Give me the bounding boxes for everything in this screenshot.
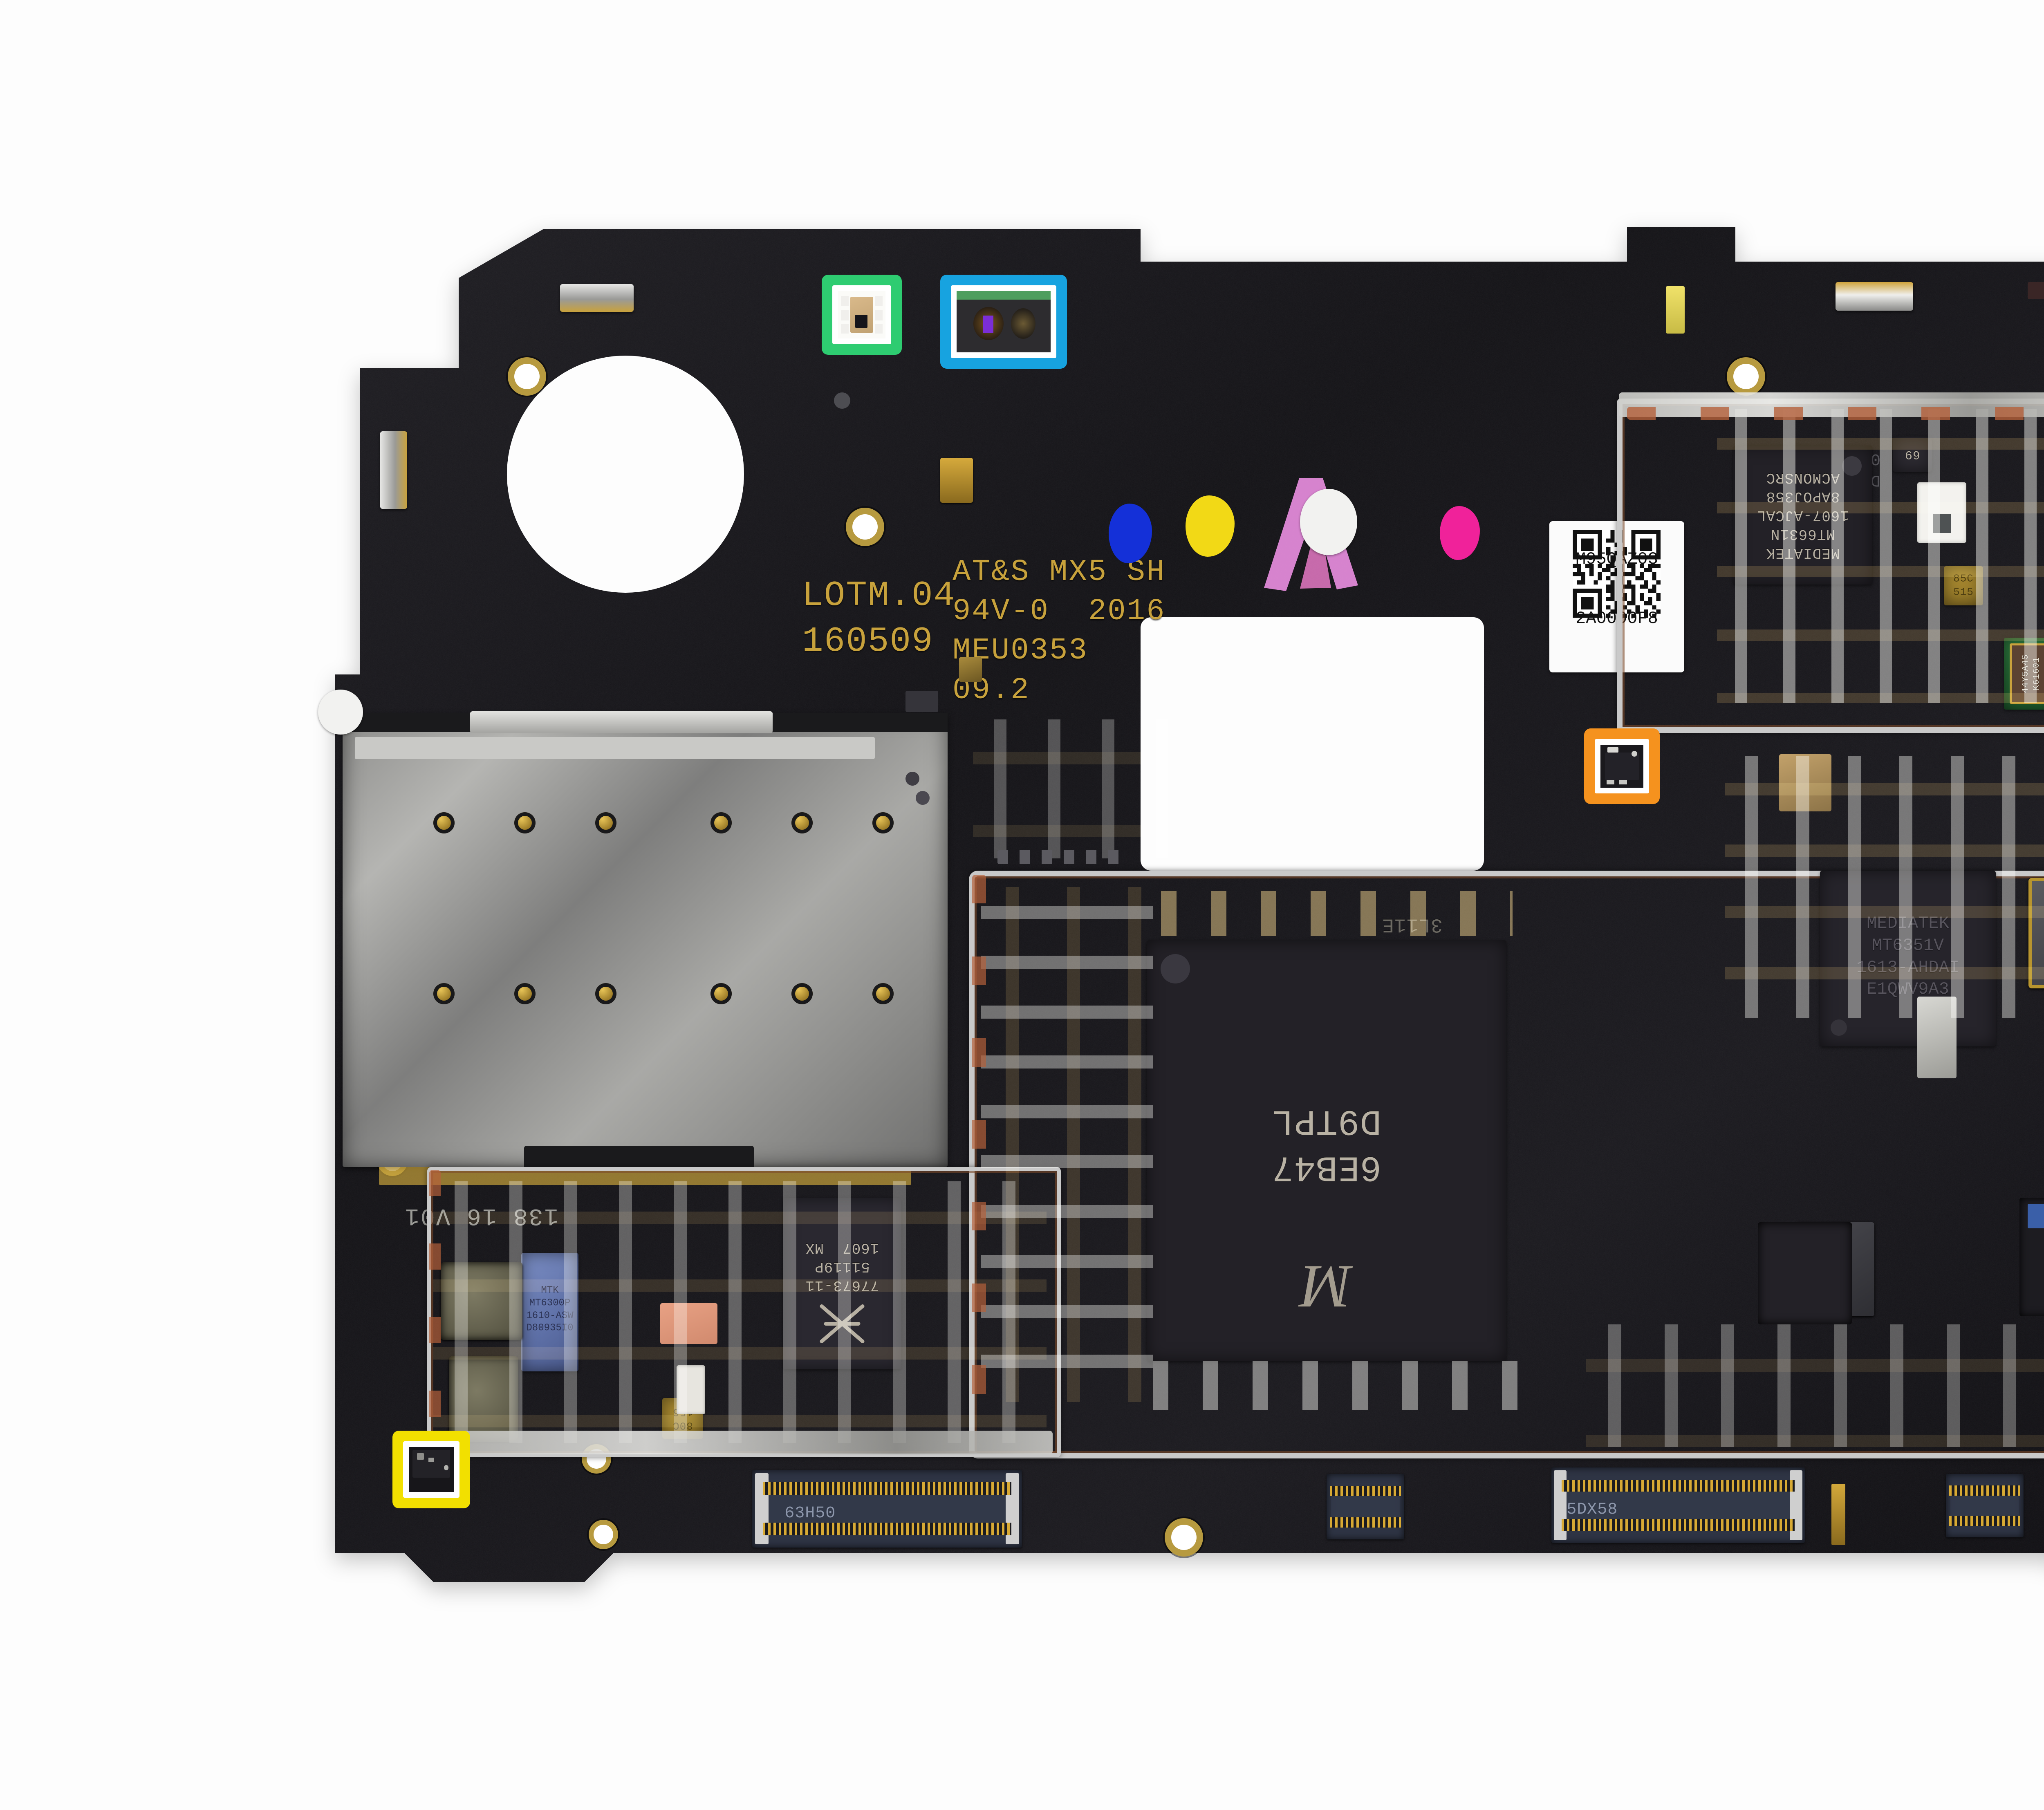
connector-display-fpc[interactable]: 63H50 <box>752 1470 1022 1548</box>
smd-field-right-bank <box>1725 756 2044 1018</box>
connector-side-fpc[interactable] <box>1946 1474 2024 1537</box>
mounting-hole <box>514 364 540 389</box>
smd-field-lower-left <box>433 1181 1047 1443</box>
mounting-hole <box>594 1525 613 1544</box>
copper-exposure-top <box>1627 407 2044 420</box>
gold-pad <box>940 458 973 503</box>
white-sticker-dot <box>1300 489 1357 555</box>
tray-latch-bar <box>470 711 773 733</box>
pad-row-mid <box>997 850 1120 864</box>
chip-micron-memory: 6EB47 D9TPL M <box>1147 940 1506 1361</box>
connector-small-fpc[interactable] <box>1327 1474 1404 1539</box>
yellow-smd <box>1666 286 1685 334</box>
ic-small-right <box>1758 1222 1852 1324</box>
highlight-audio-codec[interactable] <box>392 1431 470 1508</box>
copper-exposure-lower-left <box>429 1170 441 1440</box>
solder-smear-bottom-left <box>427 1431 1053 1454</box>
highlight-proximity-sensor[interactable] <box>822 275 902 355</box>
chip-micron-text: 6EB47 D9TPL <box>1271 1097 1381 1189</box>
smd-field-top-right <box>1717 409 2044 703</box>
smd-field-mid-strip <box>973 719 1202 858</box>
connector-touch-fpc[interactable]: 5DX58 <box>1551 1467 1805 1543</box>
cap-blue-smd <box>2028 1204 2044 1228</box>
mounting-hole <box>852 514 878 540</box>
highlight-nfc-controller[interactable] <box>1584 728 1660 804</box>
smd-field-above-connectors <box>1586 1324 2044 1447</box>
mounting-hole <box>1171 1525 1197 1550</box>
copper-exposure-shield-left <box>972 875 986 1439</box>
pad-notch-left <box>905 691 938 712</box>
via-small-b <box>916 791 930 805</box>
spring-contact <box>380 431 407 509</box>
smd-field-above-memory <box>1145 891 1513 936</box>
dark-residue <box>2028 282 2044 299</box>
connector-touch-marking: 5DX58 <box>1567 1501 1618 1519</box>
silkscreen-lot-code: LOTM.04 160509 <box>802 573 955 665</box>
micron-logo-icon: M <box>1301 1252 1352 1322</box>
spring-contact <box>1836 282 1913 311</box>
gold-smd-tiny <box>959 657 982 682</box>
gold-test-pad <box>1831 1484 1845 1545</box>
spring-contact <box>560 284 634 312</box>
via-pad <box>834 392 850 409</box>
silkscreen-laminate-code: AT&S MX5 SH 94V-0 2016 MEU0353 09.2 <box>953 553 1165 710</box>
smd-field-below-memory <box>1136 1361 1521 1410</box>
connector-display-marking: 63H50 <box>784 1504 836 1523</box>
highlight-front-camera-socket[interactable] <box>940 275 1067 369</box>
sim-card-tray[interactable]: 138 16 V01 <box>343 713 948 1167</box>
mounting-hole <box>1733 364 1759 389</box>
via-small-a <box>905 772 919 786</box>
